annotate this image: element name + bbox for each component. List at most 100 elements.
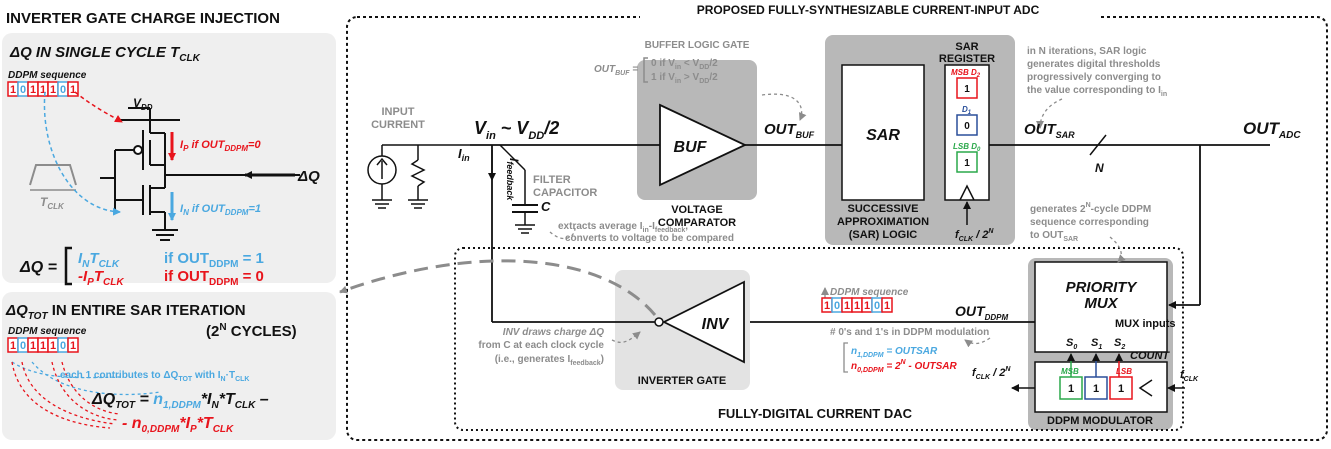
bit-value: 1: [40, 340, 46, 352]
bit-value: 0: [60, 340, 66, 352]
d1-cell: [956, 114, 978, 136]
cnt-bit-2: 1: [1118, 383, 1124, 395]
bit-value: 0: [20, 84, 26, 96]
eq1-row1-cond: if OUTDDPM = 1: [164, 250, 264, 270]
outsar-label: OUTSAR: [1024, 121, 1075, 140]
dac-sequence-label: DDPM sequence: [830, 287, 909, 298]
main-diagram: PROPOSED FULLY-SYNTHESIZABLE CURRENT-INP…: [339, 3, 1328, 441]
voltage-comparator-label-1: VOLTAGE: [671, 204, 723, 216]
outbuf-eq-lhs: OUTBUF =: [594, 64, 638, 77]
register-clock-icon: [959, 184, 975, 201]
bit-value: 0: [874, 300, 880, 312]
count-label: COUNT: [1130, 350, 1170, 362]
ddpm-note-arrow: [1109, 236, 1126, 263]
n-eq-arrow: [964, 337, 991, 348]
cnt-cell-1: [1084, 376, 1108, 400]
sar-logic-label-2: APPROXIMATION: [837, 216, 929, 228]
ip-label: IP if OUTDDPM=0: [180, 139, 261, 153]
lsb-cell: [956, 151, 978, 173]
lsb-label: LSB D0: [953, 142, 981, 153]
ddpm-note-3: to OUTSAR: [1030, 230, 1078, 243]
sar-logic-label-3: (SAR) LOGIC: [849, 229, 917, 241]
eq1-row1: INTCLK: [78, 250, 120, 270]
section2-panel: [2, 292, 336, 440]
lsb-bit: 1: [964, 158, 970, 169]
inv-note-arrow: [611, 331, 641, 343]
s1-label: S1: [1091, 337, 1102, 351]
buffer-triangle: [659, 103, 748, 187]
sar-note-arrow: [1036, 98, 1063, 129]
inv-label: INV: [702, 316, 730, 333]
in-label: IN if OUTDDPM=1: [180, 203, 261, 217]
tclk-label: TCLK: [40, 195, 65, 211]
bit-value: 1: [30, 84, 36, 96]
sar-logic-box: [841, 64, 925, 201]
eq2-row1: ΔQTOT = n1,DDPM*IN*TCLK –: [91, 391, 269, 411]
red-dashed-arrow: [74, 91, 123, 123]
outbuf-bracket: [643, 57, 648, 83]
mux-inputs-label: MUX inputs: [1115, 318, 1176, 330]
sar-fclk-label: fCLK / 2N: [955, 228, 994, 243]
inv-bubble: [654, 317, 664, 327]
cnt-cell-0: [1059, 376, 1083, 400]
section2-title: ΔQTOT IN ENTIRE SAR ITERATION: [5, 302, 246, 322]
bit-value: 0: [834, 300, 840, 312]
inv-note-1: INV draws charge ΔQ: [503, 327, 604, 338]
eq1-lhs: ΔQ =: [19, 259, 57, 276]
voltage-comparator-label-2: COMPARATOR: [658, 217, 736, 229]
msb-label: MSB D2: [951, 68, 981, 79]
vdd-label: VDD: [133, 96, 153, 112]
d1-label: D1: [962, 105, 972, 116]
left-panel-title: INVERTER GATE CHARGE INJECTION: [6, 10, 280, 27]
cnt-bit-1: 1: [1093, 383, 1099, 395]
priority-mux-label-2: MUX: [1084, 295, 1118, 312]
bit-cell: [67, 81, 79, 97]
cnt-bit-0: 1: [1068, 383, 1074, 395]
s2-label: S2: [1114, 337, 1125, 351]
section1-sequence-label: DDPM sequence: [8, 70, 87, 81]
d1-bit: 0: [964, 121, 970, 132]
cnt-msb-label: MSB: [1061, 367, 1079, 376]
eq2-row2: - n0,DDPM*IP*TCLK: [122, 415, 234, 435]
inv-to-panel-connector: [339, 259, 657, 316]
counter-box: [1034, 361, 1168, 413]
cap-note-1: extracts average Iin-Ifeedback,: [558, 221, 688, 234]
buffer-gate-label: BUFFER LOGIC GATE: [645, 40, 750, 51]
outbuf-row2: 1 if Vin > VDD/2: [651, 72, 718, 85]
bit-value: 1: [10, 84, 16, 96]
sar-register-label-2: REGISTER: [939, 53, 995, 65]
outddpm-label: OUTDDPM: [955, 303, 1008, 322]
current-source-icon: [367, 144, 470, 209]
section1-title: ΔQ IN SINGLE CYCLE TCLK: [9, 44, 201, 64]
filter-cap-label-2: CAPACITOR: [533, 187, 597, 199]
n-eq-bracket: [843, 342, 848, 373]
bit-value: 1: [70, 84, 76, 96]
bit-value: 1: [70, 340, 76, 352]
eq1-row2-cond: if OUTDDPM = 0: [164, 268, 264, 288]
fclk-in-label: fCLK: [1180, 369, 1199, 383]
section2-sequence-label: DDPM sequence: [8, 326, 87, 337]
bit-value: 1: [50, 340, 56, 352]
bit-value: 1: [844, 300, 850, 312]
bit-value: 0: [20, 340, 26, 352]
fclk-out-label: fCLK / 2N: [972, 366, 1011, 381]
outadc-label: OUTADC: [1243, 119, 1301, 141]
bit-value: 1: [50, 84, 56, 96]
inv-triangle: [661, 280, 745, 364]
sar-logic-label-1: SUCCESSIVE: [848, 203, 919, 215]
section2-contribution-arrows: [11, 361, 161, 429]
counter-clock-icon: [1138, 379, 1153, 397]
bit-value: 1: [40, 84, 46, 96]
inverter-gate-label: INVERTER GATE: [638, 375, 726, 387]
vin-label: Vin ~ VDD/2: [474, 118, 559, 142]
cnt-lsb-label: LSB: [1116, 367, 1132, 376]
ddpm-note-2: sequence corresponding: [1030, 217, 1149, 228]
iin-label: Iin: [458, 146, 470, 163]
filter-cap-label-1: FILTER: [533, 174, 571, 186]
inv-note-3: (i.e., generates Ifeedback): [495, 354, 604, 367]
inv-note-2: from C at each clock cycle: [478, 340, 604, 351]
